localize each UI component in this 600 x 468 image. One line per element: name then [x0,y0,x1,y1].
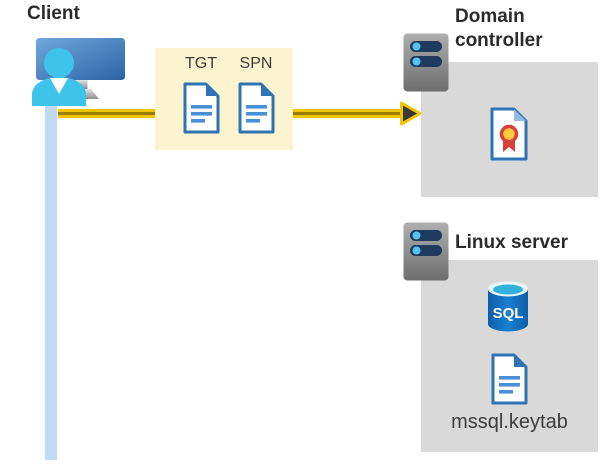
sql-database-icon: SQL [488,281,528,332]
tgt-document-icon [183,82,219,134]
tgt-label: TGT [185,55,217,72]
auth-arrow-head [400,101,422,126]
certificate-icon [490,107,528,161]
keytab-filename-label: mssql.keytab [451,411,568,433]
tgt-token: TGT [181,55,221,139]
linux-server-icon [403,222,449,281]
client-label: Client [27,3,80,24]
client-connection-line [45,90,57,460]
linux-server-label: Linux server [455,232,568,253]
person-icon [32,48,86,106]
keytab-document-icon [491,353,528,405]
domain-controller-server-icon [403,33,449,92]
spn-token: SPN [236,55,276,139]
domain-controller-label: Domain controller [455,6,543,51]
token-box: TGT SPN [155,48,293,150]
spn-document-icon [238,82,274,134]
client-icon [32,38,125,106]
sql-icon-label: SQL [493,305,524,322]
spn-label: SPN [239,55,273,72]
